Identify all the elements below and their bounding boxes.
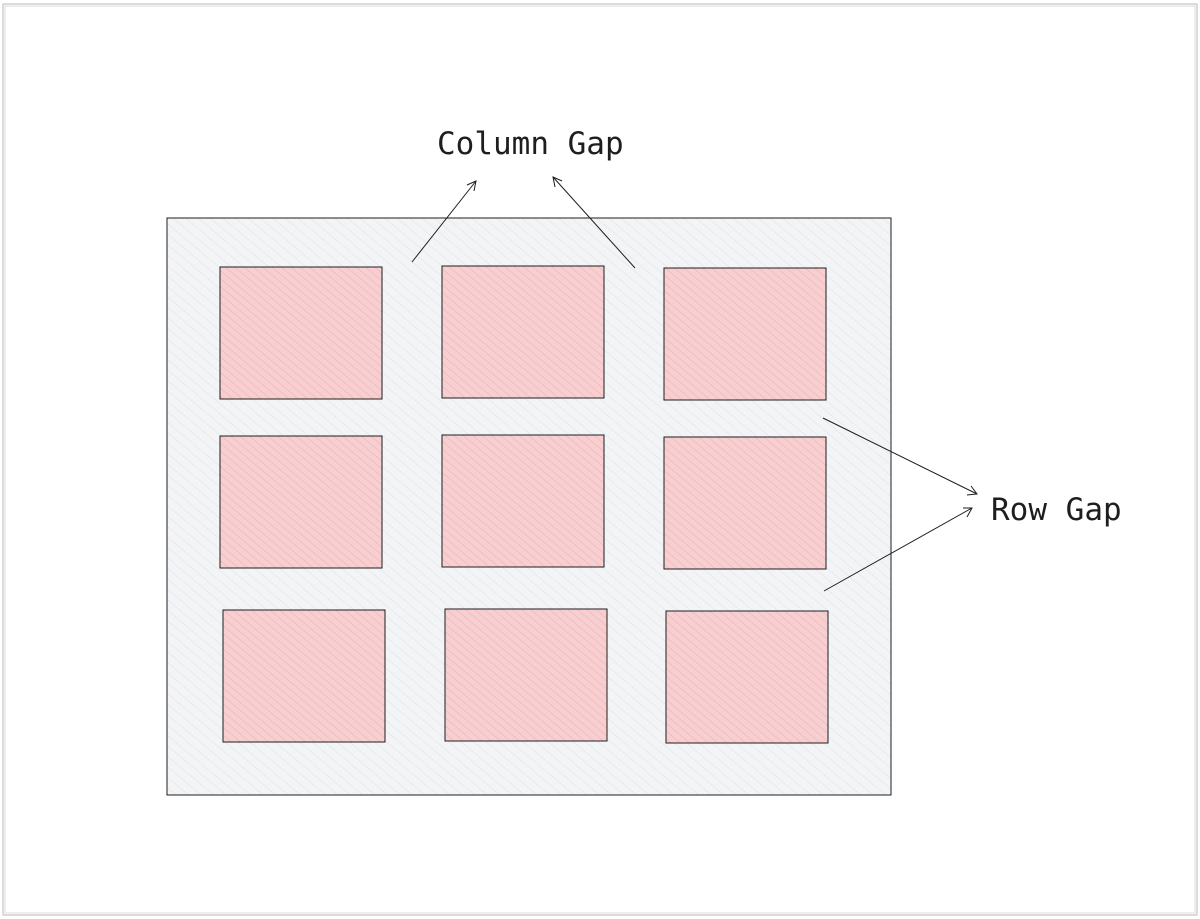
grid-cell-r1-c3 xyxy=(663,267,827,401)
grid-cell-r2-c1 xyxy=(219,435,383,569)
column-gap-arrow-left xyxy=(411,180,477,263)
grid-cell-r3-c2 xyxy=(444,608,608,742)
grid-cell-r1-c1 xyxy=(219,266,383,400)
grid-cell-r1-c2 xyxy=(441,265,605,399)
column-gap-label: Column Gap xyxy=(437,126,624,162)
grid-cells xyxy=(219,265,829,744)
row-gap-arrow-top xyxy=(822,417,978,496)
grid-cell-r2-c2 xyxy=(441,434,605,568)
grid-cell-r2-c3 xyxy=(663,436,827,570)
outer-frame xyxy=(2,3,1198,916)
outer-frame-inner-line xyxy=(4,5,1196,914)
grid-cell-r3-c1 xyxy=(222,609,386,743)
grid-cell-r3-c3 xyxy=(665,610,829,744)
row-gap-arrow-bottom xyxy=(823,507,973,592)
row-gap-label: Row Gap xyxy=(991,492,1122,528)
column-gap-arrow-right xyxy=(552,176,636,269)
